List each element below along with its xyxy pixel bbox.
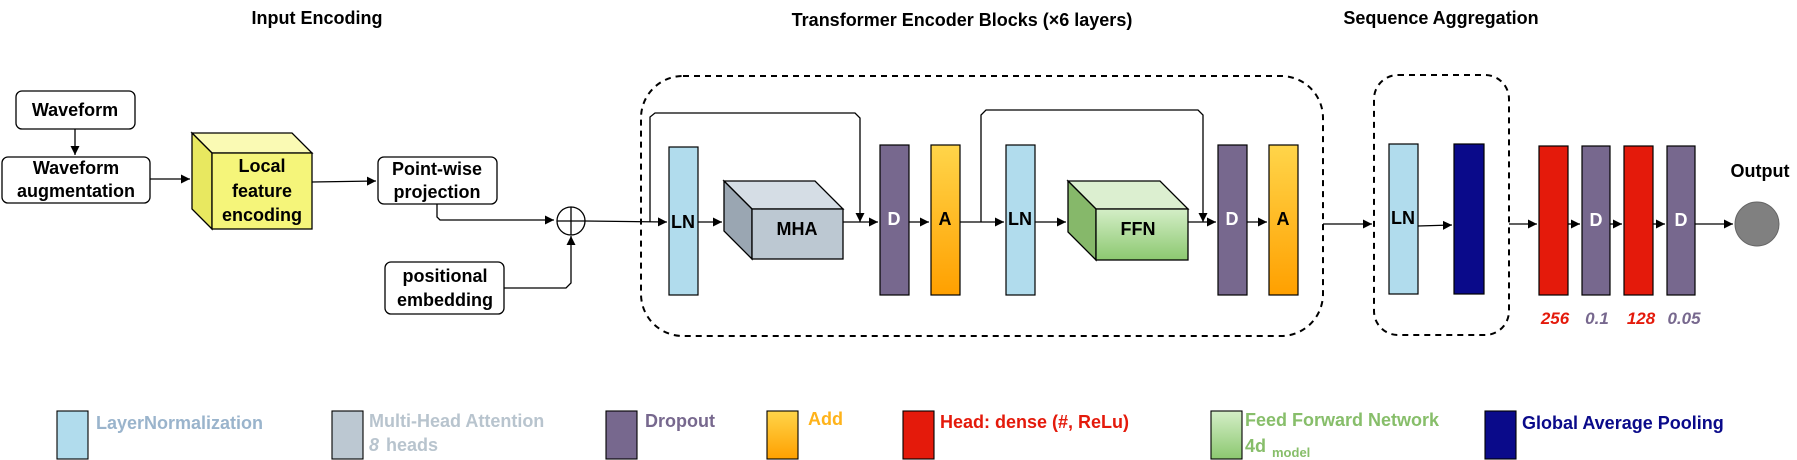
dropout-label-2: D (1226, 209, 1239, 229)
add-block-2: A (1268, 144, 1299, 296)
head-value-dense-2: 128 (1627, 309, 1656, 328)
head-value-dense-1: 256 (1540, 309, 1570, 328)
dropout-block-2: D (1217, 144, 1248, 296)
global-average-pooling-block (1453, 143, 1485, 295)
ffn-cube: FFN (1066, 179, 1190, 262)
pointwise-projection-node: Point-wise projection (377, 156, 498, 205)
dropout-label-1: D (888, 209, 901, 229)
legend-label-dropout: Dropout (645, 411, 715, 431)
augmentation-node: Waveform augmentation (1, 156, 151, 204)
head-dense-block-2 (1623, 145, 1654, 296)
legend-swatch-add (766, 410, 799, 460)
add-label-2: A (1277, 209, 1290, 229)
positional-label-line2: embedding (397, 290, 493, 310)
legend-label-mha-heads-word: heads (386, 435, 438, 455)
legend-swatch-layernorm (56, 410, 89, 460)
section-title-input: Input Encoding (252, 8, 383, 28)
positional-embedding-node: positional embedding (384, 261, 505, 315)
local-feature-label-line1: Local (238, 156, 285, 176)
head-value-dropout-1: 0.1 (1585, 309, 1609, 328)
head-dropout-block-1: D (1581, 145, 1611, 296)
ln-label-3: LN (1391, 208, 1415, 228)
waveform-node: Waveform (15, 90, 136, 130)
add-block-1: A (930, 144, 961, 296)
ln-label-2: LN (1008, 209, 1032, 229)
ffn-label: FFN (1121, 219, 1156, 239)
legend-swatch-ffn (1210, 410, 1243, 460)
legend-label-layernorm: LayerNormalization (96, 413, 263, 433)
mha-label: MHA (777, 219, 818, 239)
legend-label-mha: Multi-Head Attention (369, 411, 544, 431)
legend-label-ffn-dim: 4d (1245, 436, 1266, 456)
layernorm-block-3: LN (1388, 143, 1419, 295)
head-dropout-block-2: D (1666, 145, 1696, 296)
transformer-block-container (640, 75, 1324, 337)
dropout-block-1: D (879, 144, 910, 296)
augmentation-label-line1: Waveform (33, 158, 119, 178)
legend-label-ffn: Feed Forward Network (1245, 410, 1440, 430)
head-value-dropout-2: 0.05 (1667, 309, 1701, 328)
legend-swatch-dropout (605, 410, 638, 460)
legend-swatch-head (902, 410, 935, 460)
add-label-1: A (939, 209, 952, 229)
head-dropout-label-1: D (1590, 210, 1603, 230)
layernorm-block-2: LN (1005, 144, 1036, 296)
head-dropout-label-2: D (1675, 210, 1688, 230)
section-title-aggregation: Sequence Aggregation (1343, 8, 1538, 28)
legend-label-add: Add (808, 409, 843, 429)
legend-swatch-gap (1484, 410, 1517, 460)
head-dense-block-1 (1538, 145, 1569, 296)
sum-operator-icon (556, 206, 586, 236)
legend-label-head: Head: dense (#, ReLu) (940, 412, 1129, 432)
mha-cube: MHA (722, 179, 845, 261)
legend-label-ffn-sub: model (1272, 445, 1310, 460)
augmentation-label-line2: augmentation (17, 181, 135, 201)
pointwise-label-line2: projection (393, 182, 480, 202)
layernorm-block-1: LN (668, 146, 699, 296)
output-node (1734, 201, 1780, 247)
legend: LayerNormalization Multi-Head Attention … (56, 409, 1724, 460)
pointwise-label-line1: Point-wise (392, 159, 482, 179)
positional-label-line1: positional (403, 266, 488, 286)
legend-swatch-mha (331, 410, 364, 460)
legend-label-gap: Global Average Pooling (1522, 413, 1724, 433)
legend-label-mha-heads-num: 8 (369, 435, 379, 455)
output-label: Output (1731, 161, 1790, 181)
section-title-transformer: Transformer Encoder Blocks (×6 layers) (792, 10, 1133, 30)
waveform-label: Waveform (32, 100, 118, 120)
ln-label-1: LN (671, 212, 695, 232)
local-feature-label-line2: feature (232, 181, 292, 201)
local-feature-encoding-cube: Local feature encoding (190, 131, 314, 231)
local-feature-label-line3: encoding (222, 205, 302, 225)
